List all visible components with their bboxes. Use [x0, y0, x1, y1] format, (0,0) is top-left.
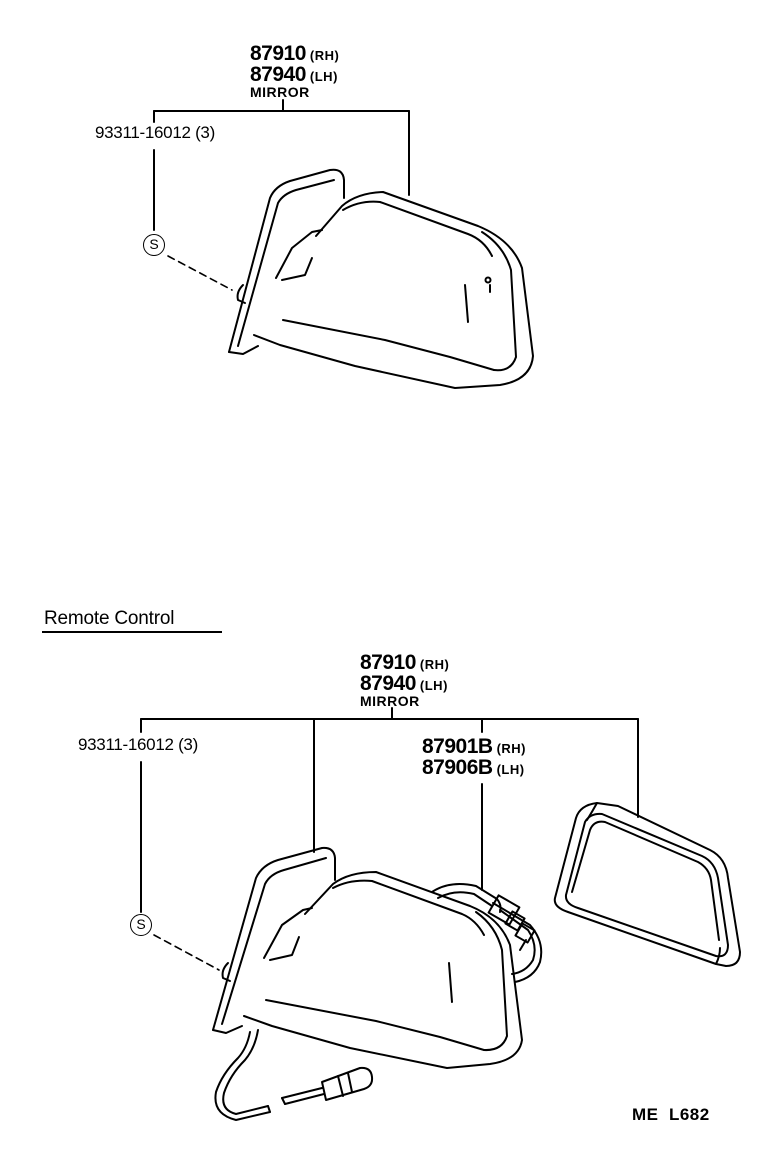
glass-rh-tag: (RH): [496, 741, 526, 756]
remote-part-lh-number: 87940: [360, 672, 416, 695]
mirror-glass-drawing: [553, 802, 741, 967]
glass-lh-tag: (LH): [496, 762, 525, 777]
glass-rh-number: 87901B: [422, 735, 493, 758]
top-part-lh-tag: (LH): [309, 69, 338, 84]
remote-leader-lines: [140, 707, 639, 971]
top-screw-symbol: S: [143, 234, 165, 256]
top-screw-label: 93311-16012 (3): [95, 123, 215, 142]
top-mirror-drawing: [228, 168, 534, 389]
remote-screw-symbol: S: [130, 914, 152, 936]
remote-screw-label: 93311-16012 (3): [78, 735, 198, 754]
top-leader-lines: [153, 99, 410, 291]
drawing-code: ME L682: [632, 1105, 710, 1124]
remote-section-title: Remote Control: [44, 608, 175, 629]
top-part-name: MIRROR: [250, 84, 310, 100]
top-part-rh-number: 87910: [250, 42, 306, 65]
top-part-lh-label: 87940(LH): [250, 64, 338, 85]
remote-part-rh-number: 87910: [360, 651, 416, 674]
glass-lh-label: 87906B(LH): [422, 757, 525, 778]
remote-part-rh-label: 87910(RH): [360, 652, 449, 673]
top-part-lh-number: 87940: [250, 63, 306, 86]
remote-part-rh-tag: (RH): [419, 657, 450, 672]
remote-mirror-drawing: [212, 846, 543, 1121]
remote-part-lh-tag: (LH): [419, 678, 448, 693]
glass-lh-number: 87906B: [422, 756, 493, 779]
top-part-rh-tag: (RH): [309, 48, 340, 63]
remote-part-lh-label: 87940(LH): [360, 673, 448, 694]
remote-section-underline: [42, 631, 222, 633]
remote-part-name: MIRROR: [360, 693, 420, 709]
top-part-rh-label: 87910(RH): [250, 43, 339, 64]
glass-rh-label: 87901B(RH): [422, 736, 526, 757]
